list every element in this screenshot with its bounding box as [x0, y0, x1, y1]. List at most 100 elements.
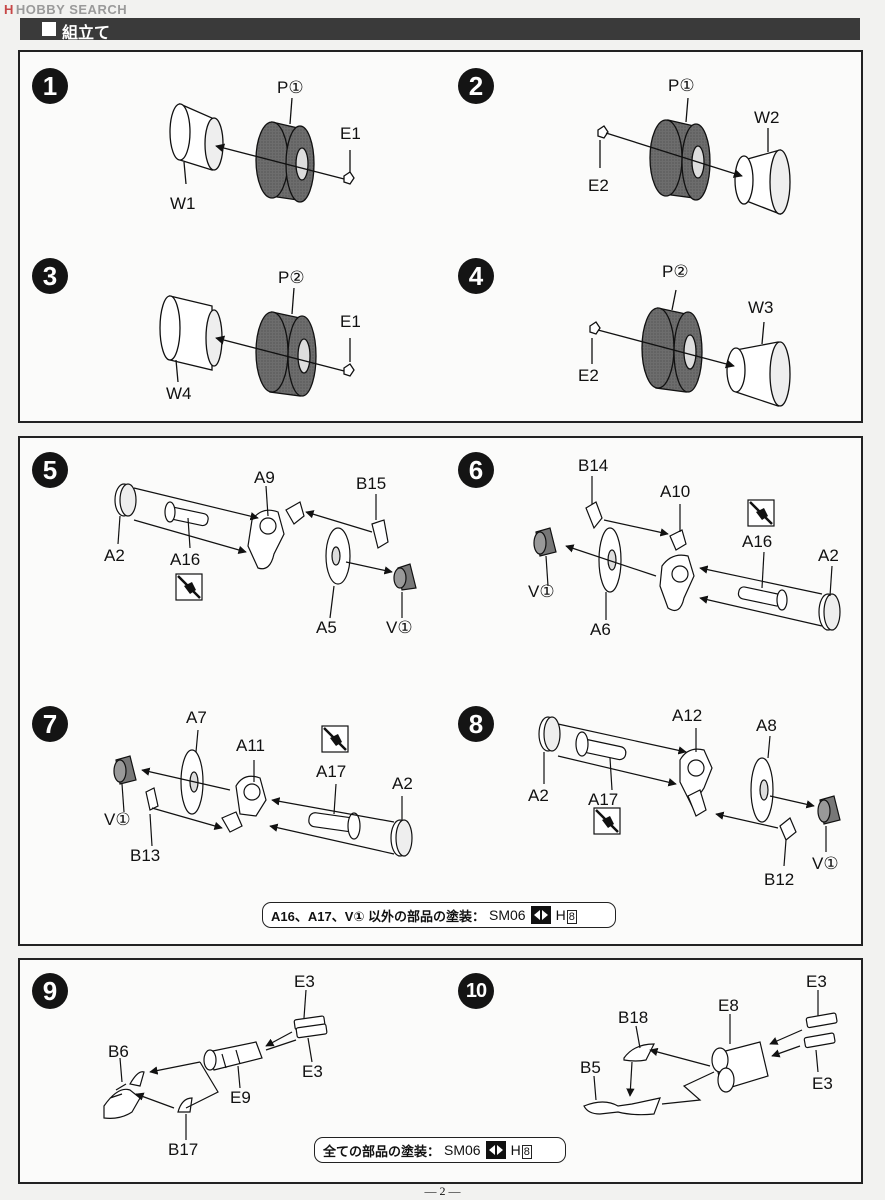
label-s7-a2: A2 — [392, 774, 413, 793]
step3-drawing — [159, 287, 355, 397]
paint-hole-icon — [485, 1141, 506, 1159]
step-number-1: 1 — [32, 68, 68, 104]
tire-p1 — [649, 119, 711, 201]
label-s7-v: V① — [104, 810, 131, 829]
paint-hole-number: 8 — [521, 1144, 532, 1159]
label-s10-e3-top: E3 — [806, 972, 827, 991]
paint-note-text: 全ての部品の塗装： — [323, 1143, 441, 1159]
arm-b15 — [371, 519, 389, 549]
paint-note-text: A16、A17、V① 以外の部品の塗装： — [271, 908, 485, 924]
page-number: — 2 — — [424, 1184, 461, 1198]
label-s2-tire: P① — [668, 76, 695, 95]
paint-hole-icon — [530, 906, 551, 924]
label-s3-cap: E1 — [340, 312, 361, 331]
step-number-6: 6 — [458, 452, 494, 488]
watermark-logo: H — [4, 2, 14, 17]
cap-e2 — [589, 321, 601, 335]
step5-drawing — [114, 483, 417, 619]
label-s1-tire: P① — [277, 78, 304, 97]
label-s10-e3-bottom: E3 — [812, 1074, 833, 1093]
muffler-e9 — [203, 1041, 263, 1071]
label-s6-a10: A10 — [660, 482, 691, 501]
paint-icon-step8 — [593, 807, 621, 835]
exhaust-tip-e3b — [803, 1032, 836, 1049]
label-s9-b17: B17 — [168, 1140, 199, 1159]
wheel-rim-w4 — [159, 295, 223, 371]
panel-wheels — [18, 50, 863, 423]
pipe-b17-upper — [129, 1071, 145, 1087]
step2-drawing — [597, 97, 791, 215]
step-number-2: 2 — [458, 68, 494, 104]
arm-b14 — [585, 501, 603, 530]
wheel-rim-w3 — [726, 341, 791, 407]
paint-icon-step7 — [321, 725, 349, 753]
tire-p1 — [255, 121, 315, 203]
knuckle-a9 — [247, 501, 305, 570]
paint-icon-step5 — [175, 573, 203, 601]
label-s9-b6: B6 — [108, 1042, 129, 1061]
label-s3-tire: P② — [278, 268, 305, 287]
disc-a5 — [325, 527, 351, 585]
pipe-b17 — [177, 1097, 193, 1113]
label-s9-e3-bottom: E3 — [302, 1062, 323, 1081]
step1-drawing — [169, 97, 355, 203]
label-s4-tire: P② — [662, 262, 689, 281]
paint-hole-number: 8 — [566, 909, 577, 924]
label-s8-b12: B12 — [764, 870, 795, 889]
label-s8-a2: A2 — [528, 786, 549, 805]
pipe-b5 — [583, 1097, 661, 1116]
step-number-5: 5 — [32, 452, 68, 488]
label-s1-rim: W1 — [170, 194, 196, 213]
step-number-10: 10 — [458, 973, 494, 1009]
paint-code: SM06 — [444, 1142, 481, 1158]
hub-a2 — [114, 483, 137, 517]
section-header: 組立て — [20, 18, 860, 42]
wheel-rim-w1 — [169, 103, 224, 171]
label-s8-v: V① — [812, 854, 839, 873]
exhaust-tip-e3b — [295, 1023, 328, 1039]
hub-a2 — [818, 593, 841, 631]
shaft-a17 — [308, 812, 361, 840]
label-s1-cap: E1 — [340, 124, 361, 143]
label-s10-b5: B5 — [580, 1058, 601, 1077]
muffler-e8 — [711, 1041, 769, 1093]
step7-drawing — [113, 729, 413, 857]
step8-drawing — [538, 716, 841, 867]
label-s8-a8: A8 — [756, 716, 777, 735]
bush-v1 — [817, 795, 841, 825]
pipe-b6 — [103, 1083, 141, 1119]
label-s6-a6: A6 — [590, 620, 611, 639]
step-number-3: 3 — [32, 258, 68, 294]
bush-v1 — [533, 527, 557, 557]
label-s9-e9: E9 — [230, 1088, 251, 1107]
label-s8-a17: A17 — [588, 790, 619, 809]
label-s9-e3-top: E3 — [294, 972, 315, 991]
label-s6-a16: A16 — [742, 532, 773, 551]
step4-drawing — [589, 289, 791, 407]
tire-p2 — [255, 311, 317, 397]
shaft-a16 — [737, 586, 788, 611]
label-s6-a2: A2 — [818, 546, 839, 565]
cap-e1 — [343, 363, 355, 377]
label-s8-a12: A12 — [672, 706, 703, 725]
hub-a2 — [390, 819, 413, 857]
label-s5-a9: A9 — [254, 468, 275, 487]
label-s7-a11: A11 — [236, 736, 265, 755]
shaft-a16 — [164, 501, 209, 527]
label-s5-b15: B15 — [356, 474, 387, 493]
label-s6-v: V① — [528, 582, 555, 601]
label-s7-b13: B13 — [130, 846, 161, 865]
knuckle-a12 — [679, 748, 713, 817]
step-number-4: 4 — [458, 258, 494, 294]
label-s5-a5: A5 — [316, 618, 337, 637]
label-s2-rim: W2 — [754, 108, 780, 127]
watermark-text: HOBBY SEARCH — [15, 2, 128, 17]
paint-code: SM06 — [489, 907, 526, 923]
label-s10-e8: E8 — [718, 996, 739, 1015]
label-s3-rim: W4 — [166, 384, 192, 403]
